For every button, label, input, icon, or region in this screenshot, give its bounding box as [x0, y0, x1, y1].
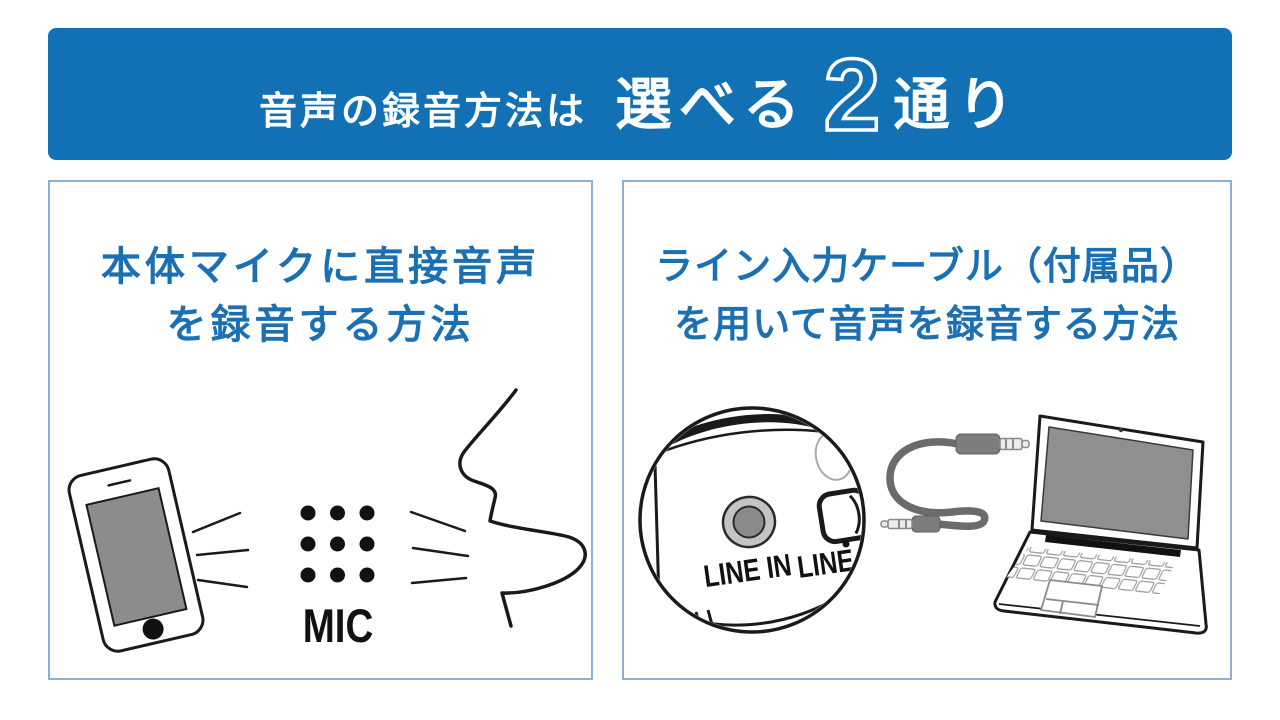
- header-count-number: 2: [822, 36, 882, 154]
- laptop-webcam-icon: [1118, 427, 1124, 433]
- cable-plug-bottom-icon: [880, 515, 941, 533]
- header-count-text: 2: [824, 38, 881, 144]
- sound-waves-right-icon: [409, 510, 470, 585]
- header-emphasis-text: 選べる: [615, 73, 807, 137]
- mic-label: MIC: [303, 600, 374, 652]
- left-panel: 本体マイクに直接音声 を録音する方法 MIC: [48, 180, 593, 680]
- mic-recording-illustration: MIC: [67, 388, 587, 653]
- left-panel-title-line1: 本体マイクに直接音声: [100, 245, 541, 289]
- header-prefix-text: 音声の録音方法は: [258, 91, 587, 133]
- left-panel-title: 本体マイクに直接音声 を録音する方法: [50, 238, 591, 354]
- laptop-icon: [993, 414, 1208, 635]
- mic-dots-icon: [300, 505, 375, 583]
- indicator-dot-icon: [842, 540, 850, 548]
- audio-cable-icon: [880, 433, 1030, 533]
- hold-switch-icon: [816, 487, 862, 545]
- laptop-trackpad: [1040, 579, 1103, 618]
- face-profile-icon: [458, 388, 587, 628]
- right-panel-title-line2: を用いて音声を録音する方法: [674, 304, 1180, 346]
- right-panel: ライン入力ケーブル（付属品） を用いて音声を録音する方法: [622, 180, 1232, 680]
- phone-speaker-icon: [107, 479, 132, 487]
- laptop-screen: [1040, 426, 1194, 540]
- line-in-closeup-icon: LINE IN LINE: [638, 406, 866, 634]
- right-panel-title: ライン入力ケーブル（付属品） を用いて音声を録音する方法: [624, 238, 1230, 354]
- line-in-jack-icon: [721, 495, 777, 549]
- sound-waves-left-icon: [191, 511, 250, 589]
- line-in-illustration: LINE IN LINE: [638, 406, 1208, 635]
- cable-plug-top-icon: [955, 433, 1030, 455]
- right-panel-title-line1: ライン入力ケーブル（付属品）: [655, 246, 1199, 288]
- smartphone-icon: [67, 457, 205, 653]
- phone-home-button-icon: [142, 618, 164, 640]
- left-panel-title-line2: を録音する方法: [166, 303, 475, 347]
- laptop-vent: [1045, 535, 1181, 557]
- laptop-keyboard: [1005, 547, 1175, 595]
- header-suffix-text: 通り: [893, 73, 1021, 137]
